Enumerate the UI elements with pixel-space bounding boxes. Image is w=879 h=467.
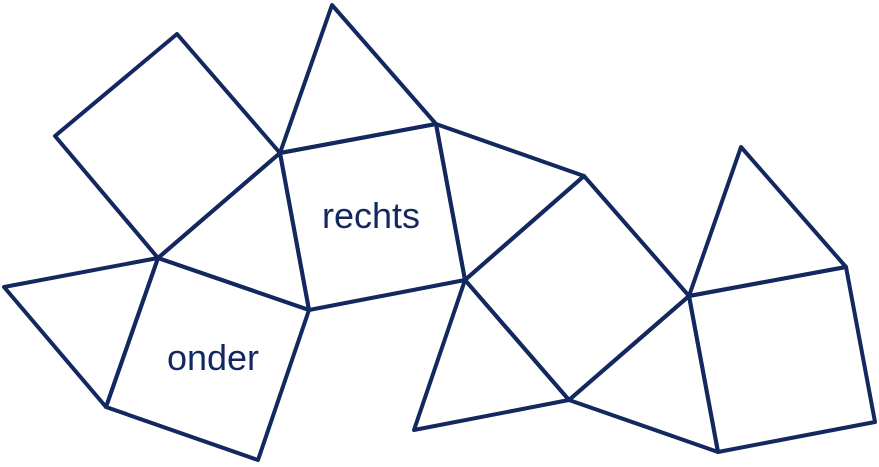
triangle-face-center-lower [412,278,571,432]
square-face-bottom-right [687,265,877,454]
triangle-face-right-lower [567,294,720,454]
square-face-top-left [53,32,282,260]
face-label-onder: onder [167,337,259,378]
triangle-face-center-upper [434,122,586,282]
face-label-rechts: rechts [322,195,420,236]
square-face-bottom-labeled [104,256,311,462]
square-face-center-right [463,174,691,402]
triangle-face-far-left [2,256,160,409]
triangle-face-right-upper [687,145,848,298]
triangle-face-top [278,3,438,155]
net-faces [2,3,877,462]
